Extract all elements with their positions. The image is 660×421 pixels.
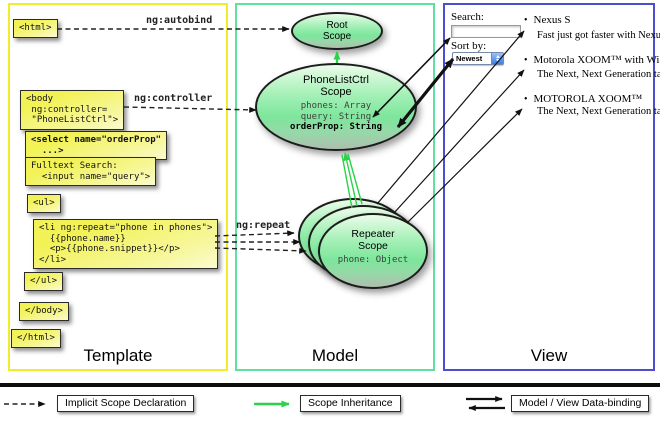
code-box-li-repeat: <li ng:repeat="phone in phones"> {{phone…	[33, 219, 219, 269]
prop-phone: phone: Object	[337, 255, 409, 265]
legend-model-view-binding: Model / View Data-binding	[511, 395, 650, 412]
bullet-icon: •	[524, 55, 528, 66]
model-column: Model	[235, 3, 435, 371]
model-column-label: Model	[311, 346, 359, 365]
bullet-icon: •	[524, 15, 528, 26]
phonelistctrl-scope-props: phones: Array query: String orderProp: S…	[257, 101, 415, 133]
search-input[interactable]	[451, 25, 521, 38]
sort-dropdown-value: Newest	[456, 54, 483, 63]
template-column-label: Template	[83, 346, 153, 365]
list-item-title: •Nexus S	[524, 14, 571, 26]
label-ng-controller: ng:controller	[134, 93, 213, 104]
list-item-title: •MOTOROLA XOOM™	[524, 93, 643, 105]
phonelistctrl-scope-ellipse: PhoneListCtrl Scope phones: Array query:…	[255, 63, 417, 151]
code-box-html-close: </html>	[11, 329, 61, 348]
sort-dropdown[interactable]: Newest	[452, 52, 504, 65]
label-ng-autobind: ng:autobind	[146, 15, 213, 26]
list-item-title: •Motorola XOOM™ with Wi-Fi	[524, 54, 660, 66]
legend-implicit-scope: Implicit Scope Declaration	[57, 395, 195, 412]
dropdown-stepper-icon	[491, 53, 503, 64]
root-scope-title: Root Scope	[322, 20, 352, 42]
bullet-icon: •	[524, 94, 528, 105]
sort-by-label: Sort by:	[451, 40, 487, 52]
code-box-ul-close: </ul>	[24, 272, 64, 291]
list-item-desc: Fast just got faster with Nexus S.	[537, 30, 660, 41]
view-column-label: View	[530, 346, 568, 365]
label-ng-repeat: ng:repeat	[236, 220, 291, 231]
repeater-scope-title: Repeater Scope	[351, 228, 395, 252]
code-box-body-open: <body ng:controller= "PhoneListCtrl">	[20, 90, 125, 130]
code-box-fulltext-input: Fulltext Search: <input name="query">	[25, 157, 157, 186]
legend-scope-inheritance: Scope Inheritance	[300, 395, 401, 412]
code-box-html-open: <html>	[13, 19, 58, 38]
search-label: Search:	[451, 11, 484, 23]
phonelistctrl-scope-title: PhoneListCtrl Scope	[302, 74, 370, 98]
root-scope-ellipse: Root Scope	[291, 12, 383, 50]
code-box-select: <select name="orderProp" ...>	[25, 131, 168, 160]
list-item-desc: The Next, Next Generation tablet.	[537, 69, 660, 80]
prop-query: query: String	[300, 111, 372, 122]
repeater-scope-ellipse: Repeater Scope phone: Object	[318, 213, 428, 289]
legend-separator	[0, 383, 660, 387]
prop-orderprop: orderProp: String	[289, 122, 383, 132]
code-box-ul-open: <ul>	[27, 194, 61, 213]
code-box-body-close: </body>	[19, 302, 69, 321]
list-item-desc: The Next, Next Generation tablet.	[537, 106, 660, 117]
prop-phones: phones: Array	[300, 101, 372, 111]
